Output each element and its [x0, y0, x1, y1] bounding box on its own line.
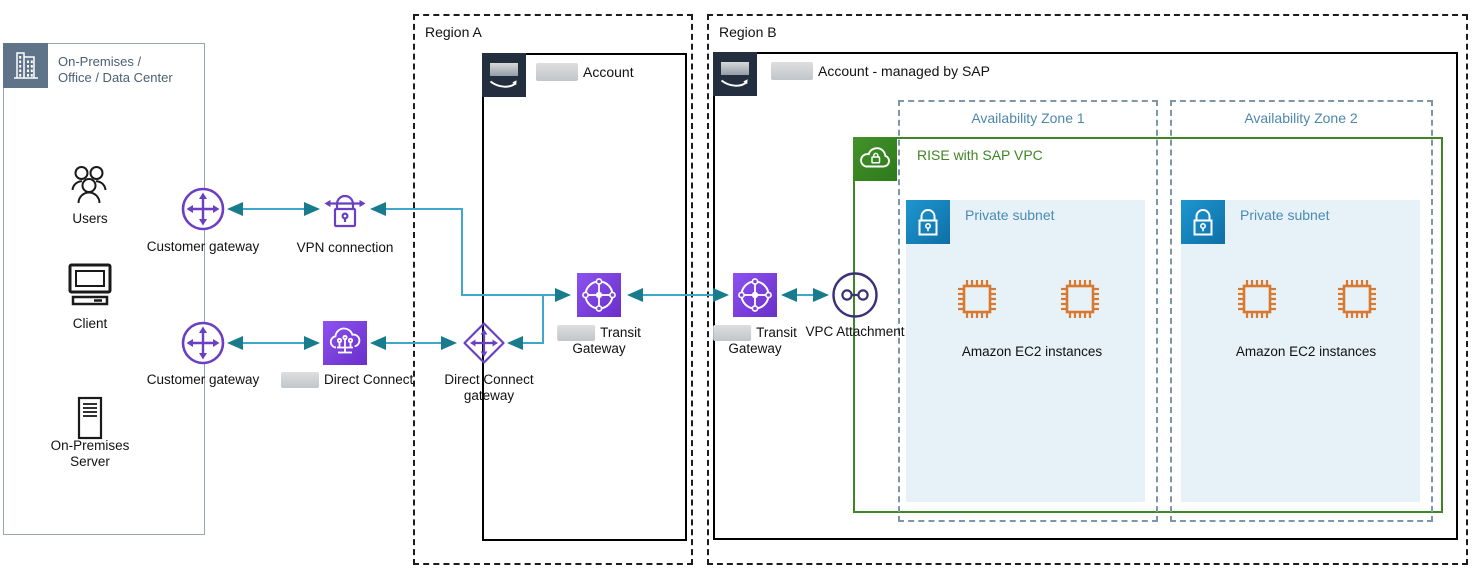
- private-subnet-1-label: Private subnet: [965, 207, 1055, 223]
- ec2-instance-icon: [954, 276, 1000, 322]
- private-subnet-2: [1181, 200, 1420, 502]
- users-label: Users: [72, 211, 108, 226]
- transit-gateway-b-label: Transit Gateway: [713, 325, 797, 357]
- customer-gateway-bottom-label: Customer gateway: [146, 372, 260, 387]
- customer-gateway-top-label: Customer gateway: [146, 239, 260, 254]
- transit-gateway-icon: [577, 273, 621, 317]
- redacted-text: [557, 325, 596, 341]
- redacted-text: [771, 62, 813, 80]
- customer-gateway-icon: [180, 320, 226, 366]
- availability-zone-1-label: Availability Zone 1: [971, 110, 1085, 126]
- vpn-connection-label: VPN connection: [296, 240, 394, 255]
- availability-zone-1-box: [898, 100, 1158, 522]
- on-premises-box: [3, 43, 205, 535]
- region-b-account-label: Account - managed by SAP: [771, 62, 990, 80]
- transit-gateway-a-label: Transit Gateway: [557, 325, 641, 357]
- subnet-lock-icon: [906, 200, 950, 244]
- region-a-account-label: Account: [536, 63, 634, 81]
- redacted-text: [536, 63, 578, 81]
- redacted-text: [713, 325, 752, 341]
- building-icon: [3, 43, 48, 88]
- aws-account-icon: [713, 52, 757, 96]
- private-subnet-2-label: Private subnet: [1240, 207, 1330, 223]
- direct-connect-label: Direct Connect: [281, 372, 413, 388]
- region-a-label: Region A: [425, 24, 482, 40]
- ec2-instance-icon: [1334, 276, 1380, 322]
- transit-gateway-icon: [733, 273, 777, 317]
- subnet-lock-icon: [1181, 200, 1225, 244]
- customer-gateway-icon: [180, 186, 226, 232]
- region-b-label: Region B: [719, 24, 777, 40]
- rise-sap-vpc-box: [853, 137, 1443, 513]
- vpc-icon: [853, 137, 897, 181]
- direct-connect-icon: [323, 321, 367, 365]
- rise-sap-vpc-label: RISE with SAP VPC: [917, 147, 1043, 163]
- private-subnet-1: [906, 200, 1145, 502]
- availability-zone-2-box: [1170, 100, 1433, 522]
- client-icon: [66, 262, 114, 308]
- ec2-instances-2-label: Amazon EC2 instances: [1235, 344, 1377, 359]
- vpn-connection-icon: [321, 185, 369, 233]
- aws-account-icon: [482, 53, 526, 97]
- vpc-attachment-label: VPC Attachment: [805, 324, 905, 339]
- ec2-instance-icon: [1057, 276, 1103, 322]
- vpc-attachment-icon: [830, 270, 880, 320]
- direct-connect-gateway-label: Direct Connect gateway: [444, 372, 534, 403]
- availability-zone-2-label: Availability Zone 2: [1244, 110, 1358, 126]
- users-icon: [66, 160, 114, 208]
- ec2-instances-1-label: Amazon EC2 instances: [961, 344, 1103, 359]
- on-premises-title: On-Premises / Office / Data Center: [58, 54, 173, 85]
- server-label: On-Premises Server: [50, 438, 130, 469]
- redacted-text: [281, 372, 319, 388]
- server-icon: [76, 396, 104, 440]
- ec2-instance-icon: [1234, 276, 1280, 322]
- client-label: Client: [72, 316, 108, 331]
- direct-connect-gateway-icon: [461, 320, 507, 366]
